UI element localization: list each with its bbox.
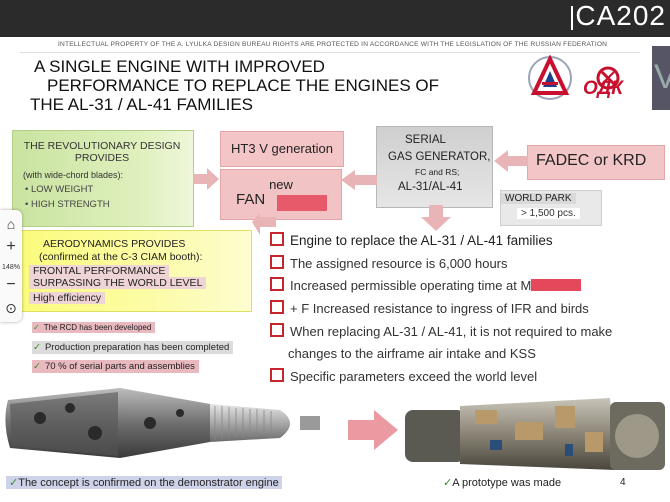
- checkbox-icon: [270, 255, 284, 269]
- aero-world-level: SURPASSING THE WORLD LEVEL: [29, 277, 207, 289]
- ht3-generation-box: HT3 V generation: [220, 131, 344, 167]
- fan-new-label: new: [269, 177, 293, 192]
- check-icon: ✓: [443, 477, 453, 489]
- aerodynamics-box: AERODYNAMICS PROVIDES (confirmed at the …: [10, 230, 252, 312]
- title-line-1: A SINGLE ENGINE WITH IMPROVED: [34, 57, 325, 76]
- check-icon: ✓: [33, 361, 41, 372]
- design-subheading: (with wide-chord blades):: [23, 170, 124, 180]
- checklist-item-5: When replacing AL-31 / AL-41, it is not …: [270, 323, 612, 339]
- serial-gas-generator-box: SERIAL GAS GENERATOR, FC and RS; AL-31/A…: [376, 126, 493, 208]
- serial-line-2: GAS GENERATOR,: [388, 151, 491, 163]
- redaction-mark: [277, 195, 327, 211]
- checklist-item-6: Specific parameters exceed the world lev…: [270, 368, 537, 384]
- title-line-2: PERFORMANCE TO REPLACE THE ENGINES OF: [47, 76, 440, 95]
- checkbox-icon: [270, 323, 284, 337]
- odk-logo-mark: [596, 66, 620, 90]
- odk-logo-text: ОДК: [583, 78, 623, 99]
- title-line-3: THE AL-31 / AL-41 FAMILIES: [30, 95, 253, 114]
- bottom-caption-left: ✓The concept is confirmed on the demonst…: [6, 476, 282, 489]
- aero-subheading: (confirmed at the C-3 CIAM booth):: [39, 251, 203, 263]
- checklist-item-4: + F Increased resistance to ingress of I…: [270, 300, 589, 316]
- demonstrator-engine-image: [5, 388, 320, 458]
- arrow-left-icon: [341, 170, 377, 190]
- checkbox-icon: [270, 232, 284, 246]
- design-bullet-strength: • HIGH STRENGTH: [25, 199, 110, 210]
- reset-zoom-icon[interactable]: ⊙: [5, 300, 17, 316]
- checklist-item-3: Increased permissible operating time at …: [270, 277, 582, 293]
- aero-frontal: FRONTAL PERFORMANCE: [29, 265, 170, 277]
- slide-title: A SINGLE ENGINE WITH IMPROVED PERFORMANC…: [30, 57, 470, 114]
- ip-notice: INTELLECTUAL PROPERTY OF THE A. LYULKA D…: [58, 41, 608, 48]
- arrow-down-icon: [421, 205, 451, 231]
- big-arrow-right-icon: [348, 410, 398, 450]
- serial-line-1: SERIAL: [405, 134, 446, 146]
- zoom-toolbar: ⌂ + 148% − ⊙: [0, 210, 22, 322]
- checkbox-icon: [270, 300, 284, 314]
- fadec-box: FADEC or KRD: [527, 145, 665, 180]
- left-check-production: ✓Production preparation has been complet…: [32, 341, 234, 354]
- zoom-out-button[interactable]: −: [6, 276, 16, 293]
- design-bullet-weight: • LOW WEIGHT: [25, 184, 94, 195]
- world-park-box: WORLD PARK > 1,500 pcs.: [500, 190, 602, 226]
- brand-text: CA202: [571, 0, 666, 31]
- aero-efficiency: High efficiency: [29, 292, 106, 304]
- design-box: THE REVOLUTIONARY DESIGN PROVIDES (with …: [12, 130, 194, 227]
- left-check-rcd: ✓The RCD has been developed: [32, 322, 156, 333]
- prototype-engine-image: [405, 398, 665, 470]
- world-park-count: > 1,500 pcs.: [517, 208, 580, 219]
- checklist-item-5-continued: changes to the airframe air intake and K…: [288, 346, 536, 361]
- fan-label: FAN: [236, 191, 266, 208]
- design-heading: THE REVOLUTIONARY DESIGN PROVIDES: [23, 140, 181, 164]
- divider: [20, 52, 640, 53]
- serial-line-4: AL-31/AL-41: [398, 181, 463, 193]
- zoom-level: 148%: [2, 264, 20, 271]
- new-fan-box: new FAN: [220, 169, 342, 220]
- redaction-mark: [531, 279, 582, 291]
- right-edge-letter: V: [654, 58, 670, 96]
- arrow-left-fadec-icon: [494, 150, 528, 172]
- serial-line-3: FC and RS;: [415, 167, 460, 177]
- arrow-left-up-icon: [252, 213, 276, 235]
- page-number: 4: [620, 477, 626, 488]
- home-icon[interactable]: ⌂: [6, 216, 16, 232]
- world-park-label: WORLD PARK: [501, 193, 576, 204]
- zoom-in-button[interactable]: +: [6, 238, 16, 255]
- arrow-right-icon: [193, 168, 219, 190]
- checkbox-icon: [270, 277, 284, 291]
- lyulka-logo: [528, 55, 572, 100]
- ht3-label: HT3 V generation: [231, 141, 333, 156]
- check-icon: ✓: [9, 477, 19, 489]
- bottom-caption-right: ✓A prototype was made: [443, 477, 562, 489]
- fadec-label: FADEC or KRD: [536, 152, 647, 169]
- checkbox-icon: [270, 368, 284, 382]
- top-banner: CA202: [0, 0, 670, 37]
- checklist-item-1: Engine to replace the AL-31 / AL-41 fami…: [270, 232, 553, 248]
- aero-heading: AERODYNAMICS PROVIDES: [43, 238, 186, 250]
- check-icon: ✓: [33, 342, 41, 353]
- check-icon: ✓: [33, 323, 40, 332]
- checklist-item-2: The assigned resource is 6,000 hours: [270, 255, 508, 271]
- right-edge-panel: V: [652, 46, 670, 110]
- left-check-serial-parts: ✓70 % of serial parts and assemblies: [32, 360, 199, 373]
